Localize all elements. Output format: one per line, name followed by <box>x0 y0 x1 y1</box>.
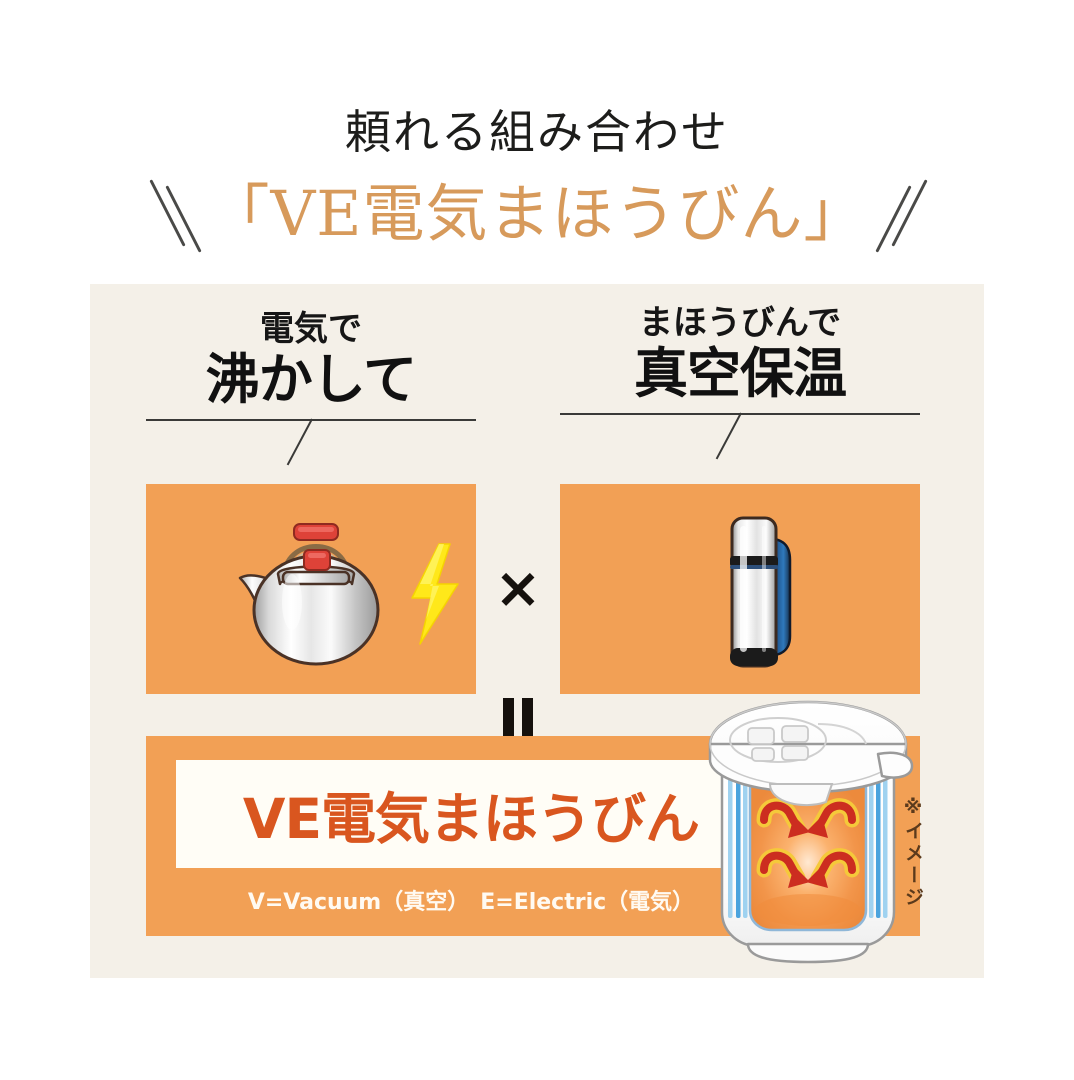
kettle-icon <box>238 523 380 666</box>
slash-decoration-right-icon <box>858 172 950 264</box>
headline-subtitle: 頼れる組み合わせ <box>345 105 729 159</box>
result-title-band: VE電気まほうびん <box>176 760 766 868</box>
equals-operator: = <box>490 696 546 752</box>
result-subtitle: V=Vacuum（真空） E=Electric（電気） <box>247 890 695 915</box>
column-header-vacuum-small: まほうびんで <box>638 303 842 343</box>
column-header-vacuum: まほうびんで 真空保温 <box>560 303 920 460</box>
multiply-operator: × <box>494 556 542 621</box>
thermos-icon <box>730 516 792 668</box>
infographic-panel: 電気で 沸かして まほうびんで 真空保温 <box>90 284 984 978</box>
column-header-electric-rule <box>146 418 476 466</box>
column-header-vacuum-rule <box>560 412 920 460</box>
column-header-electric-small: 電気で <box>260 309 362 349</box>
image-disclaimer-note: ※イメージ <box>902 796 924 909</box>
column-header-electric-big: 沸かして <box>205 347 417 411</box>
title-block: 頼れる組み合わせ 「VE電気まほうびん」 <box>0 0 1074 282</box>
lightning-bolt-icon <box>411 543 459 645</box>
pointer-tick-icon <box>715 412 742 460</box>
column-header-vacuum-big: 真空保温 <box>634 341 847 405</box>
result-title: VE電気まほうびん <box>242 787 700 851</box>
slash-decoration-left-icon <box>148 172 240 264</box>
column-header-electric: 電気で 沸かして <box>146 309 476 466</box>
pointer-tick-icon <box>286 418 313 466</box>
headline-title: 「VE電気まほうびん」 <box>207 177 867 250</box>
electric-pot-icon <box>708 700 914 964</box>
